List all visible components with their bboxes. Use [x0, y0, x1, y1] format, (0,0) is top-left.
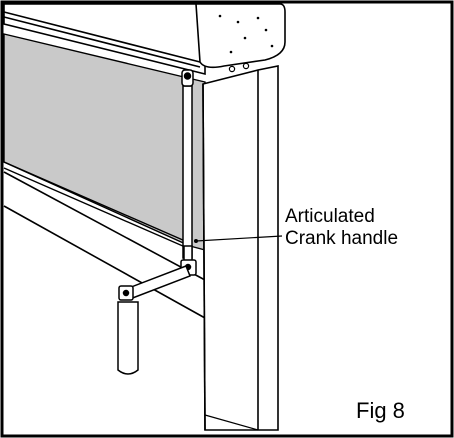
figure-caption: Fig 8	[356, 398, 405, 423]
crank-rod	[181, 69, 194, 263]
support-post	[202, 65, 279, 431]
crank-grip	[117, 285, 139, 375]
frame-lines	[3, 171, 206, 319]
side-cap-dots	[218, 14, 274, 54]
callout-label: Articulated Crank handle	[285, 206, 398, 250]
callout-leader	[194, 235, 283, 243]
crank-arm	[125, 265, 191, 300]
callout-line-1: Articulated	[285, 206, 375, 227]
side-cap	[195, 3, 286, 69]
cassette-housing	[3, 3, 206, 76]
callout-line-2: Crank handle	[285, 228, 399, 249]
fabric-bottom-bar	[3, 161, 193, 251]
post-bolts	[228, 62, 250, 73]
